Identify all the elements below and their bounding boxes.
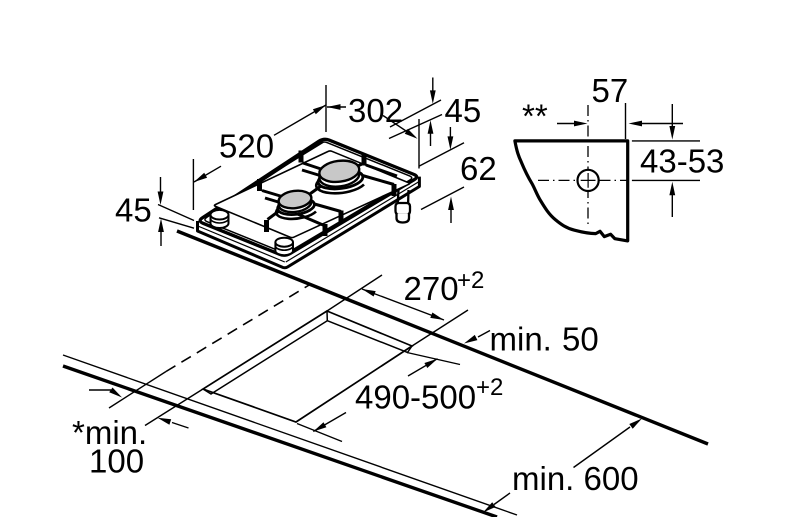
svg-text:min. 600: min. 600 <box>512 460 639 497</box>
svg-text:min.: min. <box>490 321 552 358</box>
svg-text:+2: +2 <box>457 267 484 294</box>
svg-text:45: 45 <box>445 92 482 129</box>
svg-text:43-53: 43-53 <box>640 143 724 180</box>
svg-text:45: 45 <box>115 192 152 229</box>
svg-text:*min.: *min. <box>72 414 147 451</box>
svg-text:100: 100 <box>89 443 144 480</box>
svg-text:57: 57 <box>592 72 629 109</box>
svg-text:302: 302 <box>348 92 403 129</box>
svg-text:270: 270 <box>404 270 459 307</box>
svg-text:490-500: 490-500 <box>355 379 476 416</box>
svg-text:50: 50 <box>562 321 599 358</box>
svg-text:62: 62 <box>460 150 497 187</box>
svg-text:+2: +2 <box>476 374 503 401</box>
svg-text:**: ** <box>522 98 548 135</box>
svg-text:520: 520 <box>219 128 274 165</box>
